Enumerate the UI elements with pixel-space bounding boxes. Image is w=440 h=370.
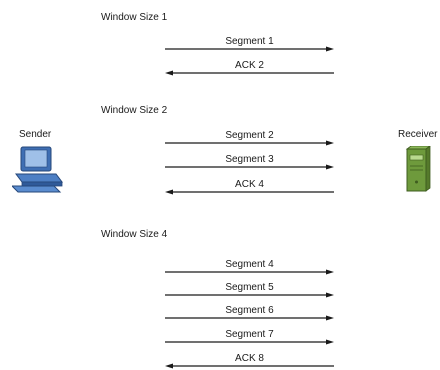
group-title-window-size-1: Window Size 1	[101, 12, 168, 23]
message-segment-1: Segment 1	[165, 36, 334, 52]
right-arrow	[165, 46, 334, 52]
message-segment-6: Segment 6	[165, 305, 334, 321]
message-label: Segment 6	[225, 305, 274, 316]
right-arrow	[165, 292, 334, 298]
message-label: ACK 8	[235, 353, 264, 364]
right-arrow	[165, 339, 334, 345]
receiver-label: Receiver	[398, 129, 438, 140]
computer-icon	[10, 146, 68, 199]
message-label: Segment 7	[225, 329, 274, 340]
group-title-window-size-4: Window Size 4	[101, 229, 168, 240]
group-title-window-size-2: Window Size 2	[101, 105, 168, 116]
right-arrow	[165, 164, 334, 170]
message-label: Segment 3	[225, 154, 274, 165]
message-label: Segment 2	[225, 130, 274, 141]
message-ack-8: ACK 8	[165, 353, 334, 369]
server-icon	[404, 145, 432, 197]
message-label: Segment 5	[225, 282, 274, 293]
message-label: ACK 4	[235, 179, 264, 190]
left-arrow	[165, 363, 334, 369]
message-segment-5: Segment 5	[165, 282, 334, 298]
message-label: ACK 2	[235, 60, 264, 71]
sender-label: Sender	[19, 129, 52, 140]
left-arrow	[165, 189, 334, 195]
message-segment-3: Segment 3	[165, 154, 334, 170]
right-arrow	[165, 315, 334, 321]
message-segment-7: Segment 7	[165, 329, 334, 345]
right-arrow	[165, 140, 334, 146]
message-ack-2: ACK 2	[165, 60, 334, 76]
left-arrow	[165, 70, 334, 76]
message-label: Segment 1	[225, 36, 274, 47]
message-ack-4: ACK 4	[165, 179, 334, 195]
right-arrow	[165, 269, 334, 275]
message-segment-4: Segment 4	[165, 259, 334, 275]
message-label: Segment 4	[225, 259, 274, 270]
message-segment-2: Segment 2	[165, 130, 334, 146]
